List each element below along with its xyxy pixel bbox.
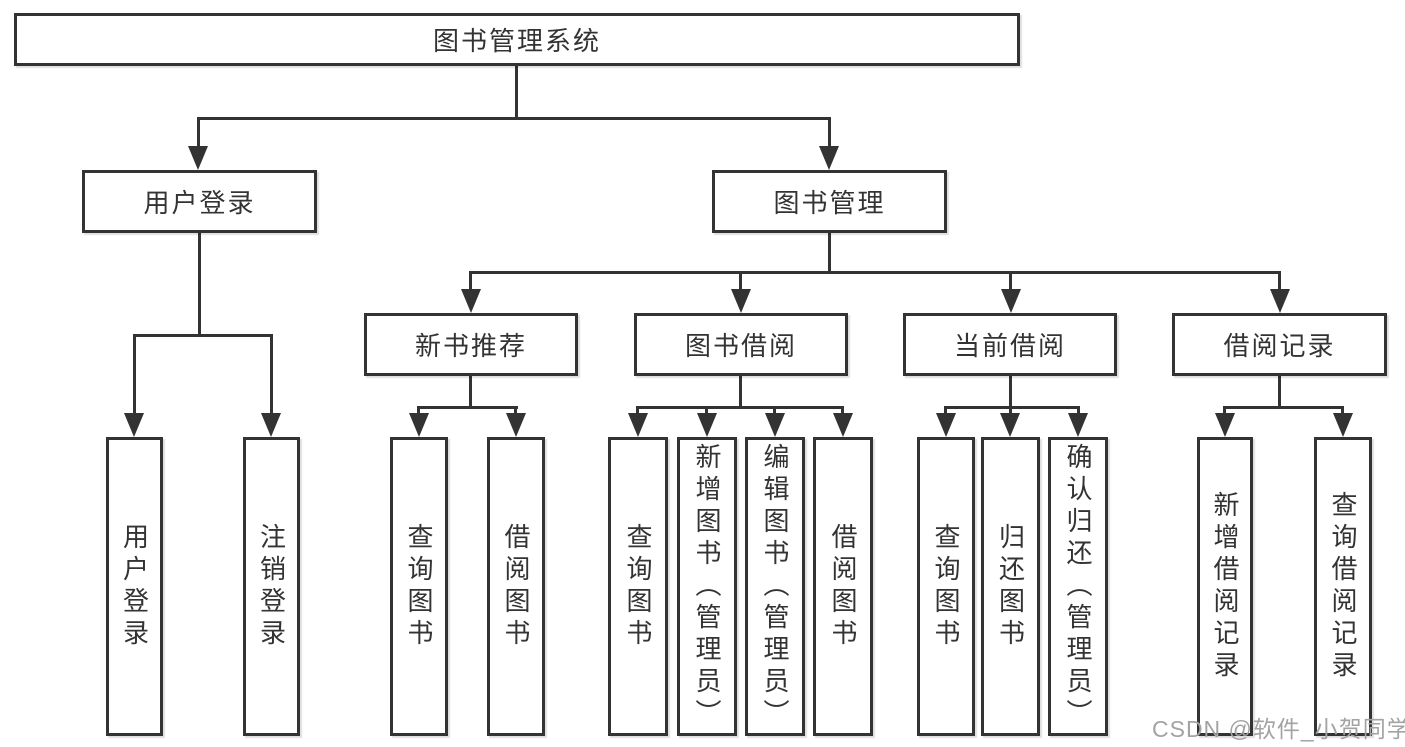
connector-vline xyxy=(841,406,844,417)
watermark-text: CSDN @软件_小贺同学 xyxy=(1152,716,1405,742)
arrow-down-icon xyxy=(1333,413,1353,437)
leaf-return-books: 归还图书 xyxy=(981,437,1040,736)
arrow-down-icon xyxy=(697,413,717,437)
connector-vline xyxy=(1341,406,1344,417)
node-library-management-system: 图书管理系统 xyxy=(14,13,1020,66)
arrow-down-icon xyxy=(1001,289,1021,313)
arrow-down-icon xyxy=(936,413,956,437)
connector-vline xyxy=(1009,271,1012,292)
node-label: 图书管理 xyxy=(773,188,886,218)
node-label: 当前借阅 xyxy=(953,331,1066,361)
connector-vline xyxy=(1223,406,1226,417)
connector-vline xyxy=(828,117,831,148)
node-book-borrowing: 图书借阅 xyxy=(634,313,848,376)
connector-vline xyxy=(197,117,200,148)
connector-vline xyxy=(1278,271,1281,292)
connector-vline xyxy=(705,406,708,417)
arrow-down-icon xyxy=(628,413,648,437)
arrow-down-icon xyxy=(819,146,839,170)
arrow-down-icon xyxy=(1000,413,1020,437)
arrow-down-icon xyxy=(124,413,144,437)
leaf-user-login: 用户登录 xyxy=(106,437,163,736)
connector-vline xyxy=(1009,376,1012,409)
leaf-borrow-books: 借阅图书 xyxy=(813,437,873,736)
connector-vline xyxy=(515,66,518,118)
node-label: 图书借阅 xyxy=(684,331,797,361)
leaf-confirm-return-admin: 确认归还（管理员） xyxy=(1048,437,1108,736)
leaf-label: 确认归还（管理员） xyxy=(1063,442,1093,731)
leaf-label: 查询借阅记录 xyxy=(1328,490,1358,683)
connector-vline xyxy=(636,406,639,417)
arrow-down-icon xyxy=(188,146,208,170)
connector-vline xyxy=(944,406,947,417)
connector-vline xyxy=(270,334,273,416)
leaf-label: 注销登录 xyxy=(256,522,287,651)
connector-hline xyxy=(944,406,1080,409)
arrow-down-icon xyxy=(765,413,785,437)
arrow-down-icon xyxy=(506,413,526,437)
connector-hline xyxy=(469,271,1281,274)
connector-vline xyxy=(828,233,831,274)
leaf-label: 归还图书 xyxy=(995,522,1026,651)
leaf-label: 借阅图书 xyxy=(828,522,858,651)
connector-vline xyxy=(469,271,472,292)
connector-vline xyxy=(133,334,136,416)
leaf-query-books-current: 查询图书 xyxy=(917,437,975,736)
node-current-borrowing: 当前借阅 xyxy=(903,313,1117,376)
connector-vline xyxy=(739,376,742,409)
leaf-query-books-borrowing: 查询图书 xyxy=(608,437,668,736)
leaf-add-borrow-record: 新增借阅记录 xyxy=(1197,437,1253,736)
connector-vline xyxy=(469,376,472,409)
node-user-login: 用户登录 xyxy=(82,170,317,233)
connector-hline xyxy=(636,406,844,409)
connector-hline xyxy=(417,406,518,409)
leaf-label: 新增借阅记录 xyxy=(1210,490,1240,683)
node-book-management: 图书管理 xyxy=(712,170,947,233)
node-borrowing-records: 借阅记录 xyxy=(1172,313,1387,376)
leaf-query-borrow-record: 查询借阅记录 xyxy=(1314,437,1372,736)
node-label: 用户登录 xyxy=(143,188,256,218)
leaf-borrow-books-recommend: 借阅图书 xyxy=(487,437,545,736)
arrow-down-icon xyxy=(1068,413,1088,437)
leaf-query-books-recommend: 查询图书 xyxy=(390,437,448,736)
arrow-down-icon xyxy=(833,413,853,437)
leaf-edit-books-admin: 编辑图书（管理员） xyxy=(745,437,805,736)
connector-vline xyxy=(1278,376,1281,409)
arrow-down-icon xyxy=(1270,289,1290,313)
arrow-down-icon xyxy=(1215,413,1235,437)
connector-vline xyxy=(1077,406,1080,417)
leaf-label: 查询图书 xyxy=(931,522,961,651)
connector-vline xyxy=(514,406,517,417)
arrow-down-icon xyxy=(409,413,429,437)
arrow-down-icon xyxy=(261,413,281,437)
node-label: 新书推荐 xyxy=(414,331,527,361)
leaf-add-books-admin: 新增图书（管理员） xyxy=(677,437,737,736)
leaf-label: 查询图书 xyxy=(623,522,653,651)
node-new-book-recommendation: 新书推荐 xyxy=(364,313,578,376)
arrow-down-icon xyxy=(461,289,481,313)
connector-vline xyxy=(773,406,776,417)
leaf-label: 新增图书（管理员） xyxy=(692,442,722,731)
connector-vline xyxy=(198,233,201,336)
connector-vline xyxy=(739,271,742,292)
leaf-label: 用户登录 xyxy=(119,522,150,651)
node-label: 图书管理系统 xyxy=(432,26,601,56)
leaf-label: 查询图书 xyxy=(404,522,434,651)
connector-hline xyxy=(197,117,831,120)
leaf-logout-login: 注销登录 xyxy=(243,437,300,736)
leaf-label: 编辑图书（管理员） xyxy=(760,442,790,731)
connector-hline xyxy=(1223,406,1344,409)
connector-hline xyxy=(133,334,273,337)
node-label: 借阅记录 xyxy=(1223,331,1336,361)
connector-vline xyxy=(417,406,420,417)
leaf-label: 借阅图书 xyxy=(501,522,531,651)
connector-vline xyxy=(1009,406,1012,417)
arrow-down-icon xyxy=(731,289,751,313)
